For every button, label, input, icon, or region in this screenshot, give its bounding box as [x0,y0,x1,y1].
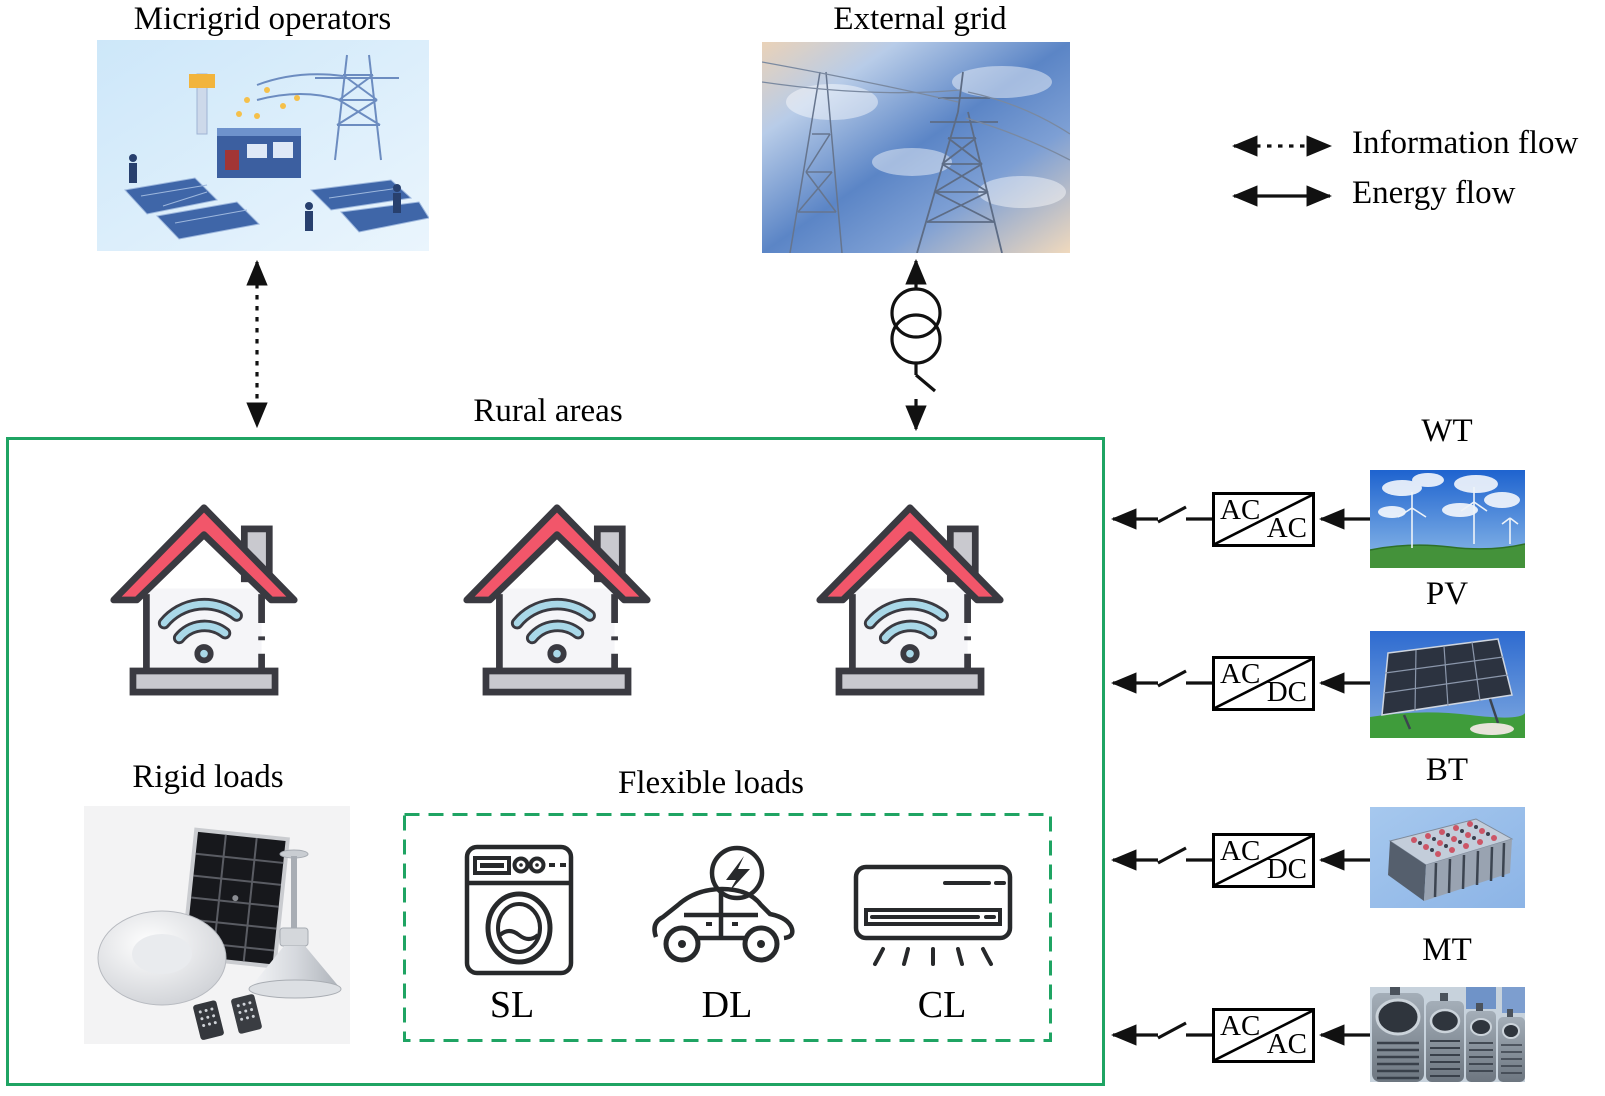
converter-input-label: AC [1220,494,1261,526]
curtailable-load-label: CL [917,984,967,1026]
smart-house-icon [814,500,1006,697]
operators-title: Micrigrid operators [133,1,392,37]
breaker-switch-icon [1157,505,1187,524]
external-grid-photo [762,42,1070,253]
pv-converter-box: AC DC [1212,656,1315,711]
micro-turbines-photo [1370,987,1525,1082]
ev-car-icon [652,845,795,963]
photovoltaic-label: PV [1425,576,1469,612]
converter-output-label: AC [1266,512,1307,544]
mt-converter-box: AC AC [1212,1008,1315,1063]
flexible-loads-boundary [403,813,1052,1042]
external-grid-title: External grid [833,1,1007,37]
rural-area-boundary [6,437,1105,1086]
converter-input-label: AC [1220,1010,1261,1042]
smart-house-icon [108,500,300,697]
wind-turbine-label: WT [1421,413,1473,449]
air-conditioner-icon [853,864,1013,966]
breaker-switch-icon [1157,669,1187,688]
smart-house-icon [461,500,653,697]
wind-turbines-photo [1370,470,1525,568]
rigid-loads-title: Rigid loads [132,759,284,795]
breaker-switch-icon [914,373,937,393]
shiftable-load-label: SL [489,984,535,1026]
breaker-switch-icon [1157,1021,1187,1040]
converter-input-label: AC [1220,658,1261,690]
converter-output-label: DC [1266,853,1307,885]
wt-converter-box: AC AC [1212,492,1315,547]
deferrable-load-label: DL [701,984,753,1026]
rigid-loads-photo-art [84,806,350,1044]
rural-areas-title: Rural areas [473,393,623,429]
solar-lamp-kit-photo [84,806,350,1044]
microgrid-operators-illustration [97,40,429,251]
battery-photo [1370,807,1525,908]
transformer-icon [890,313,942,365]
solar-panels-photo [1370,631,1525,738]
bt-converter-box: AC DC [1212,833,1315,888]
converter-output-label: DC [1266,676,1307,708]
operators-illustration-art [97,40,429,251]
washing-machine-icon [464,844,574,976]
battery-label: BT [1425,752,1469,788]
legend-information-label: Information flow [1352,125,1579,161]
legend-energy-label: Energy flow [1352,175,1516,211]
flexible-loads-title: Flexible loads [617,765,805,801]
micro-turbine-label: MT [1422,932,1472,968]
transformer-icon [890,287,942,339]
breaker-switch-icon [1157,846,1187,865]
grid-connection [890,258,942,432]
converter-input-label: AC [1220,835,1261,867]
converter-output-label: AC [1266,1028,1307,1060]
pylon-photo-art [762,42,1070,253]
